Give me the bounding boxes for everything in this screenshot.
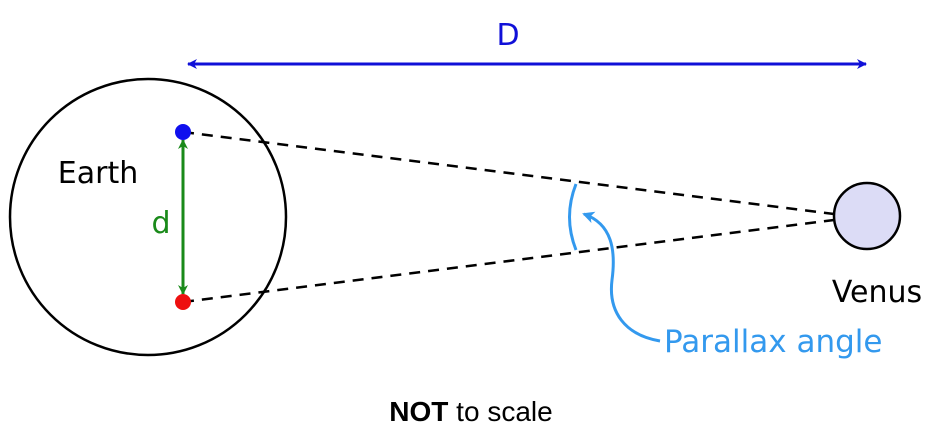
sight-line-bottom: [182, 218, 835, 304]
distance-d-label: d: [151, 206, 170, 241]
parallax-pointer-arrow: [582, 211, 661, 343]
venus-label: Venus: [832, 275, 922, 310]
scale-caption-rest: to scale: [448, 396, 552, 427]
earth-circle: [8, 77, 288, 357]
observer-bottom-dot: [175, 294, 191, 310]
scale-caption-bold: NOT: [389, 396, 448, 427]
scale-caption: NOT to scale: [389, 396, 552, 427]
sight-line-top: [182, 130, 835, 216]
venus-circle: [832, 181, 902, 251]
observer-top-dot: [175, 124, 191, 140]
parallax-angle-label: Parallax angle: [664, 324, 882, 360]
distance-D-label: D: [496, 18, 519, 53]
parallax-angle-arc: [568, 183, 578, 251]
earth-label: Earth: [58, 156, 138, 191]
